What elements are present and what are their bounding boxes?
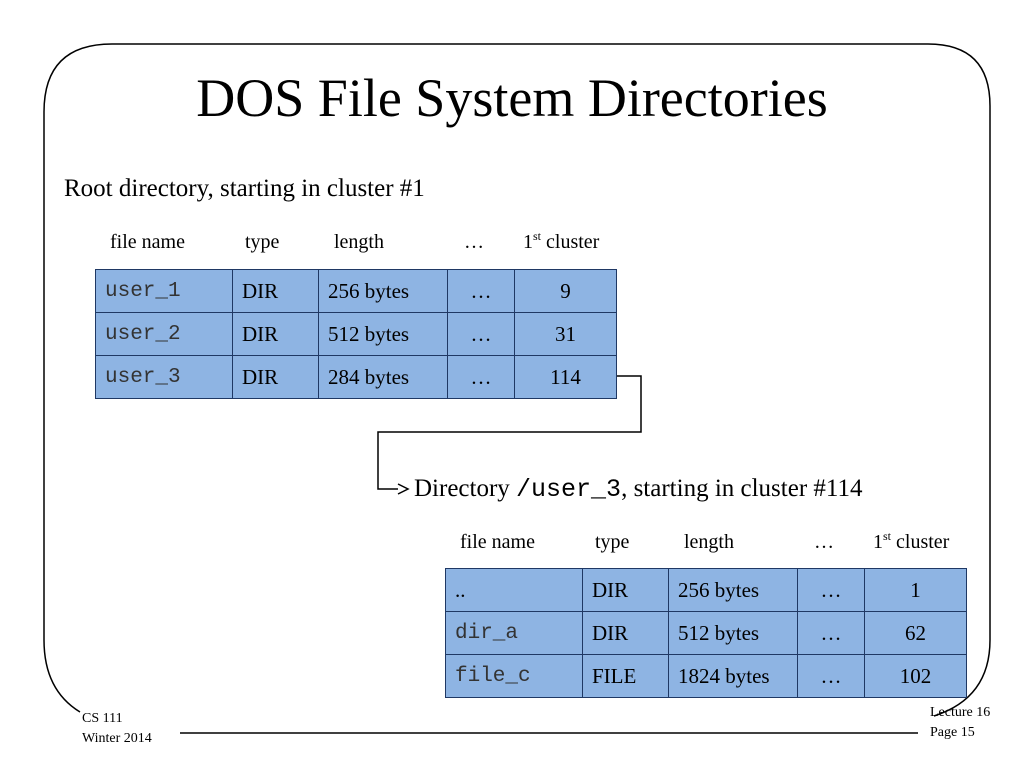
length-cell: 1824 bytes [668,654,798,698]
slide-title: DOS File System Directories [196,68,828,128]
table-row: .. DIR 256 bytes … 1 [445,568,967,612]
root-header-cluster: 1st cluster [523,229,600,253]
file-name-cell: user_3 [95,355,233,399]
ellipsis-cell: … [447,355,515,399]
length-cell: 256 bytes [668,568,798,612]
file-name-cell: file_c [445,654,583,698]
root-header-length: length [334,231,384,253]
length-cell: 284 bytes [318,355,448,399]
cluster-cell: 9 [514,269,617,313]
ellipsis-cell: … [447,269,515,313]
type-cell: DIR [232,312,319,356]
table-row: user_3 DIR 284 bytes … 114 [95,355,617,399]
footer-term: Winter 2014 [82,731,152,746]
sub-header-cluster: 1st cluster [873,529,950,553]
subdirectory-path: /user_3 [516,475,622,504]
cluster-cell: 114 [514,355,617,399]
footer-course: CS 111 [82,711,123,726]
ellipsis-cell: … [447,312,515,356]
ellipsis-cell: … [797,611,865,655]
table-row: user_1 DIR 256 bytes … 9 [95,269,617,313]
table-row: user_2 DIR 512 bytes … 31 [95,312,617,356]
type-cell: DIR [232,269,319,313]
file-name-cell: .. [445,568,583,612]
root-header-type: type [245,231,280,253]
sub-header-dots: … [814,531,834,553]
subdirectory-caption: Directory /user_3, starting in cluster #… [414,475,863,504]
file-name-cell: user_2 [95,312,233,356]
cluster-cell: 102 [864,654,967,698]
file-name-cell: dir_a [445,611,583,655]
root-directory-table: user_1 DIR 256 bytes … 9 user_2 DIR 512 … [95,269,617,399]
sub-header-name: file name [460,531,535,553]
ellipsis-cell: … [797,654,865,698]
cluster-cell: 1 [864,568,967,612]
length-cell: 512 bytes [668,611,798,655]
footer-page: Page 15 [930,725,975,740]
subdirectory-table: .. DIR 256 bytes … 1 dir_a DIR 512 bytes… [445,568,967,698]
sub-header-type: type [595,531,630,553]
type-cell: DIR [582,611,669,655]
length-cell: 256 bytes [318,269,448,313]
footer-lecture: Lecture 16 [930,705,991,720]
connector-arrow [377,375,642,490]
ellipsis-cell: … [797,568,865,612]
length-cell: 512 bytes [318,312,448,356]
type-cell: FILE [582,654,669,698]
table-row: dir_a DIR 512 bytes … 62 [445,611,967,655]
root-header-dots: … [464,231,484,253]
file-name-cell: user_1 [95,269,233,313]
table-row: file_c FILE 1824 bytes … 102 [445,654,967,698]
type-cell: DIR [232,355,319,399]
root-header-name: file name [110,231,185,253]
cluster-cell: 62 [864,611,967,655]
root-caption: Root directory, starting in cluster #1 [64,175,425,202]
sub-header-length: length [684,531,734,553]
cluster-cell: 31 [514,312,617,356]
type-cell: DIR [582,568,669,612]
